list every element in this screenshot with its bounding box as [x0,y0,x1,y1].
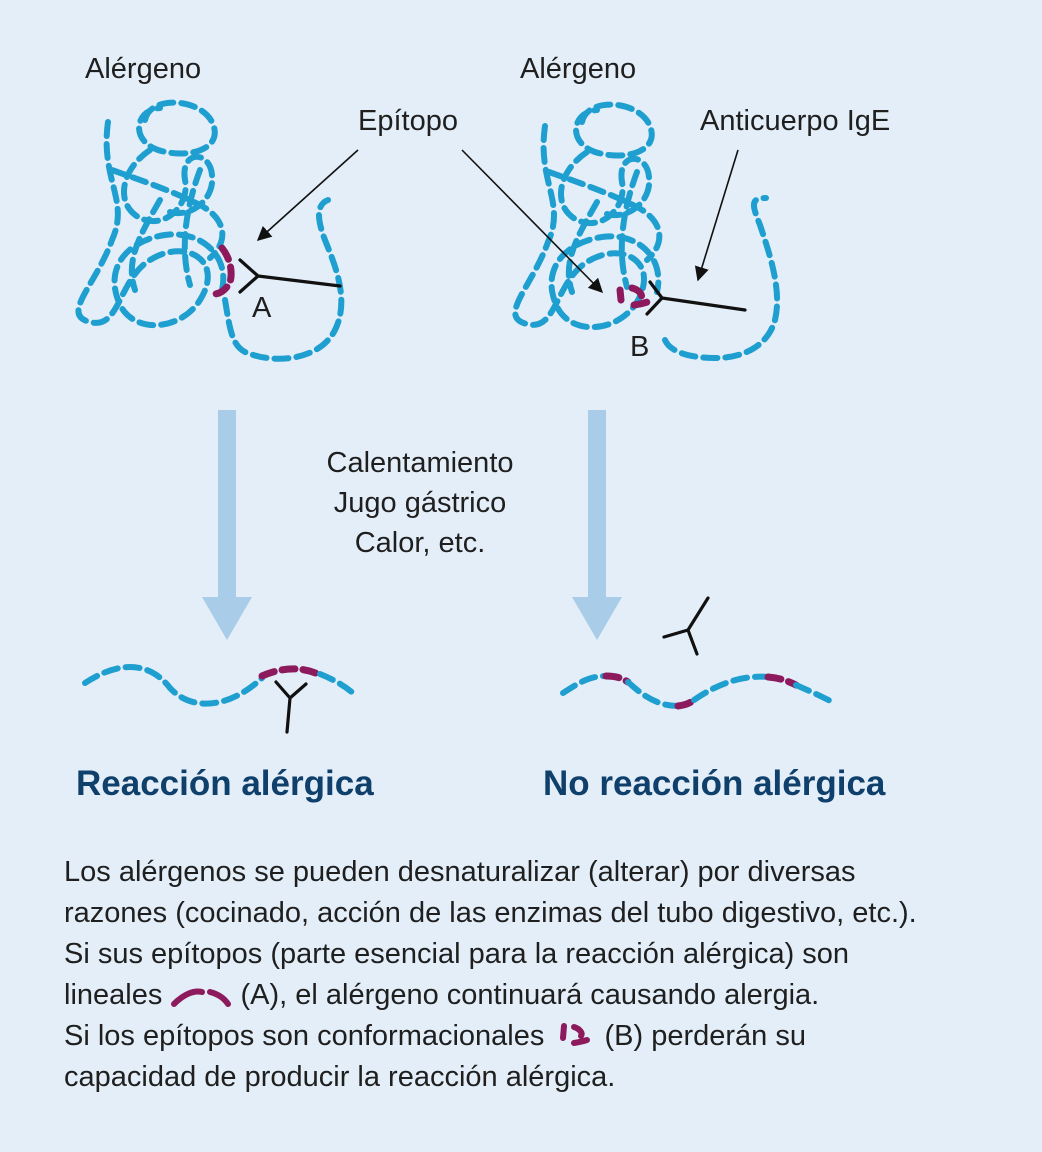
description-line-3: Si sus epítopos (parte esencial para la … [64,938,850,970]
linear-epitope-icon [171,988,232,1007]
epitope-pointer-left [256,149,359,241]
description-line-5-post: (B) perderán su [604,1020,807,1052]
conformational-epitope-right-2 [628,284,656,309]
description-line-5-pre: Si los epítopos son conformacionales [64,1020,545,1052]
antibody-pointer [694,149,739,282]
description-line-2: razones (cocinado, acción de las enzimas… [64,897,917,929]
result-left-heading: Reacción alérgica [76,764,374,803]
allergen-left [75,99,345,362]
result-right-heading: No reacción alérgica [543,764,886,803]
treatment-1: Calentamiento [327,447,514,479]
treatment-2: Jugo gástrico [334,487,507,519]
down-arrow-icon-right [572,410,622,640]
down-arrow-icon [202,410,252,640]
y-antibody-free-icon [662,596,710,656]
epitope-label: Epítopo [358,105,458,137]
y-antibody-icon [238,258,342,294]
epitope-pointer-right [461,149,604,294]
allergen-left-label: Alérgeno [85,53,201,85]
denatured-chain-right [560,596,837,710]
conformational-epitope-icon [560,1023,591,1046]
y-antibody-icon-right [645,280,747,316]
marker-b: B [630,331,649,363]
treatment-3: Calor, etc. [355,527,486,559]
marker-a: A [252,292,272,324]
allergen-right [512,101,781,361]
antibody-label: Anticuerpo IgE [700,105,890,137]
description-line-6: capacidad de producir la reacción alérgi… [64,1061,616,1093]
conformational-epitope-split-1 [602,672,632,686]
description-line-5: Si los epítopos son conformacionales (B)… [64,1016,1024,1057]
linear-epitope-left [210,244,235,298]
y-antibody-bound-icon [274,680,308,734]
allergen-right-label: Alérgeno [520,53,636,85]
conformational-epitope-split-3 [764,673,800,689]
denatured-chain-left [82,664,358,734]
description-line-4-post: (A), el alérgeno continuará causando ale… [240,979,820,1011]
description-line-4: lineales (A), el alérgeno continuará cau… [64,975,1024,1016]
conformational-epitope-right [616,286,625,304]
linear-epitope-denatured [258,665,322,680]
description-paragraph: Los alérgenos se pueden desnaturalizar (… [64,852,1024,1098]
allergen-left-chain [75,99,345,362]
allergen-diagram: Alérgeno Alérgeno Epítopo Anticuerpo IgE… [75,53,890,803]
allergen-right-chain [512,101,781,361]
description-line-1: Los alérgenos se pueden desnaturalizar (… [64,856,856,888]
description-line-4-pre: lineales [64,979,163,1011]
